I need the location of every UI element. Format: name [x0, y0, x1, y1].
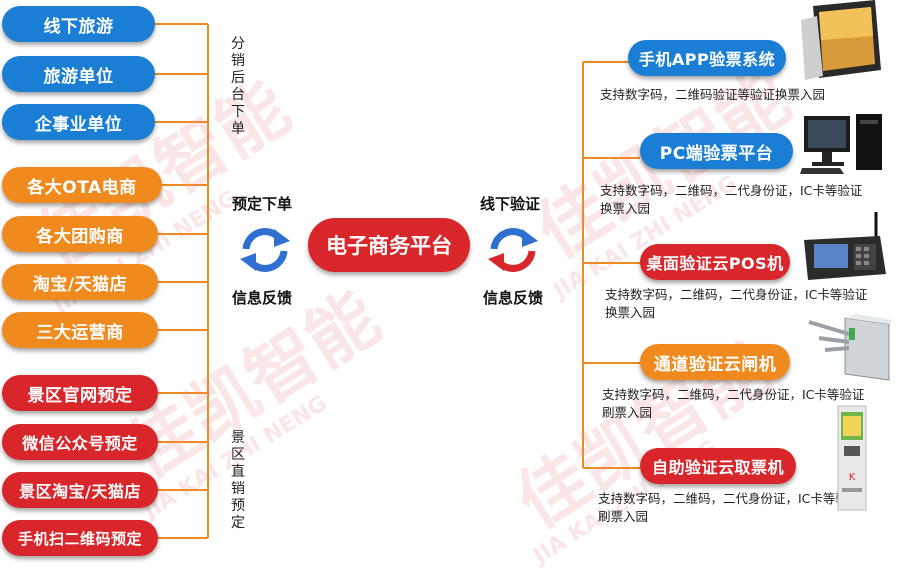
channel-travel-unit[interactable]: 旅游单位 — [2, 56, 155, 92]
verify-mobile-app[interactable]: 手机APP验票系统 — [628, 40, 786, 76]
channel-official-site[interactable]: 景区官网预定 — [2, 375, 158, 411]
verify-pc-platform[interactable]: PC端验票平台 — [640, 133, 793, 169]
turnstile-icon — [808, 314, 893, 381]
channel-taobao-tmall[interactable]: 淘宝/天猫店 — [2, 264, 158, 300]
group-label-distribution: 分销后台下单 — [231, 36, 245, 137]
tablet-icon — [801, 0, 881, 80]
verify-turnstile[interactable]: 通道验证云闸机 — [640, 344, 790, 380]
verify-pos-machine[interactable]: 桌面验证云POS机 — [640, 244, 790, 280]
channel-ota[interactable]: 各大OTA电商 — [2, 167, 162, 203]
sync-arrows-icon — [488, 228, 538, 272]
svg-text:K: K — [849, 472, 856, 483]
desc-turnstile: 支持数字码，二维码，二代身份证，IC卡等验证刷票入园 — [602, 387, 865, 420]
connector-lines — [155, 23, 640, 539]
channel-group-buy[interactable]: 各大团购商 — [2, 216, 158, 252]
label-feedback-left: 信息反馈 — [232, 289, 293, 307]
desc-pos-machine: 支持数字码，二维码，二代身份证，IC卡等验证换票入园 — [605, 287, 868, 320]
channel-qr-scan[interactable]: 手机扫二维码预定 — [2, 520, 158, 556]
channel-carriers[interactable]: 三大运营商 — [2, 312, 158, 348]
channel-offline-travel[interactable]: 线下旅游 — [2, 6, 155, 42]
desktop-pc-icon — [800, 114, 882, 174]
group-label-direct-sales: 景区直销预定 — [231, 430, 245, 531]
ecommerce-platform[interactable]: 电子商务平台 — [308, 218, 470, 272]
desc-ticket-kiosk: 支持数字码，二维码，二代身份证，IC卡等验证刷票入园 — [598, 491, 861, 524]
desc-pc-platform: 支持数字码，二维码，二代身份证，IC卡等验证换票入园 — [600, 183, 863, 216]
desc-mobile-app: 支持数字码，二维码验证等验证换票入园 — [600, 87, 826, 102]
label-feedback-right: 信息反馈 — [483, 289, 544, 307]
verify-ticket-kiosk[interactable]: 自助验证云取票机 — [640, 448, 796, 484]
sync-arrows-icon — [240, 228, 290, 272]
channel-scenic-taobao[interactable]: 景区淘宝/天猫店 — [2, 472, 158, 508]
ticket-kiosk-icon: K — [837, 405, 867, 511]
channel-wechat[interactable]: 微信公众号预定 — [2, 424, 158, 460]
channel-enterprise[interactable]: 企事业单位 — [2, 104, 155, 140]
label-booking-order: 预定下单 — [232, 195, 293, 213]
pos-terminal-icon — [804, 212, 886, 280]
label-offline-verify: 线下验证 — [480, 195, 541, 213]
